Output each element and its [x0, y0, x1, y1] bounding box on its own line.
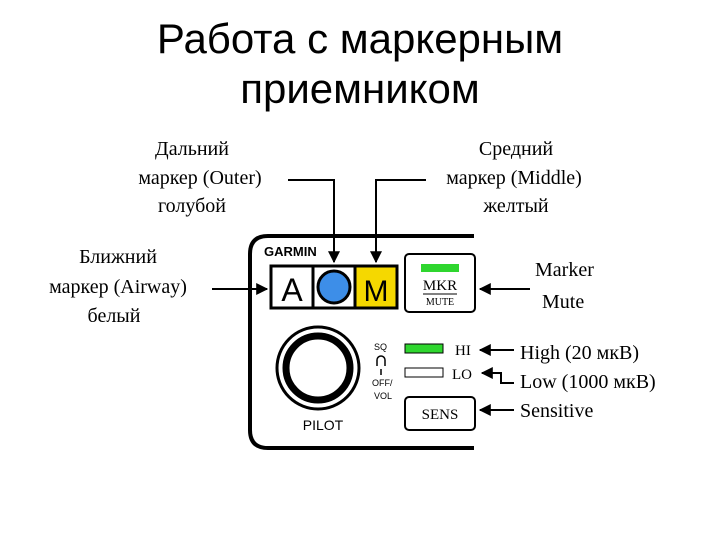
mute-label: MUTE: [426, 297, 454, 308]
svg-text:маркер (Middle): маркер (Middle): [446, 167, 582, 189]
hi-indicator-light: [404, 343, 444, 354]
lo-label: LO: [452, 367, 472, 383]
svg-text:Дальний: Дальний: [155, 138, 229, 160]
middle-marker-label: Средний маркер (Middle) желтый: [446, 138, 582, 217]
airway-lamp: [269, 264, 315, 310]
sens-button[interactable]: SENS: [404, 396, 476, 431]
svg-text:маркер (Airway): маркер (Airway): [49, 276, 187, 298]
svg-text:Marker: Marker: [535, 259, 594, 281]
title-line-2: приемником: [240, 65, 480, 112]
marker-mute-label: Marker Mute: [535, 259, 594, 313]
outer-lamp-circle: [316, 269, 352, 305]
mkr-mute-button[interactable]: MKR MUTE: [404, 253, 476, 313]
svg-text:Средний: Средний: [479, 138, 554, 160]
vol-label: VOL: [374, 391, 392, 401]
middle-lamp-letter: M: [364, 275, 389, 308]
title-line-1: Работа с маркерным: [156, 15, 564, 62]
outer-arrow: [288, 179, 340, 264]
sens-label: SENS: [422, 407, 459, 423]
svg-text:желтый: желтый: [482, 195, 549, 217]
lo-indicator-light: [404, 367, 444, 378]
slide-title: Работа с маркерным приемником: [0, 14, 720, 114]
pilot-label: PILOT: [303, 417, 344, 433]
off-label: OFF/: [372, 378, 393, 388]
svg-text:Mute: Mute: [542, 291, 584, 313]
svg-text:маркер (Outer): маркер (Outer): [138, 167, 261, 189]
low-arrow: [480, 367, 514, 384]
volume-knob[interactable]: [275, 325, 361, 411]
svg-text:голубой: голубой: [158, 195, 226, 217]
airway-lamp-letter: A: [281, 272, 303, 308]
middle-lamp: [353, 264, 399, 310]
svg-text:белый: белый: [88, 305, 141, 327]
middle-arrow: [370, 179, 426, 264]
high-sensitivity-label: High (20 мкВ): [520, 342, 639, 364]
airway-marker-label: Ближний маркер (Airway) белый: [49, 246, 187, 327]
hi-label: HI: [455, 343, 471, 359]
sq-label: SQ: [374, 342, 387, 352]
low-sensitivity-label: Low (1000 мкВ): [520, 371, 656, 393]
mkr-indicator-light: [421, 264, 459, 272]
outer-marker-label: Дальний маркер (Outer) голубой: [138, 138, 261, 217]
mkr-label: MKR: [423, 278, 457, 294]
sq-off-symbol: [376, 355, 386, 366]
sensitive-label: Sensitive: [520, 400, 593, 422]
svg-text:Ближний: Ближний: [79, 246, 157, 268]
garmin-logo: GARMIN: [264, 244, 317, 259]
panel-outline: [248, 234, 474, 450]
